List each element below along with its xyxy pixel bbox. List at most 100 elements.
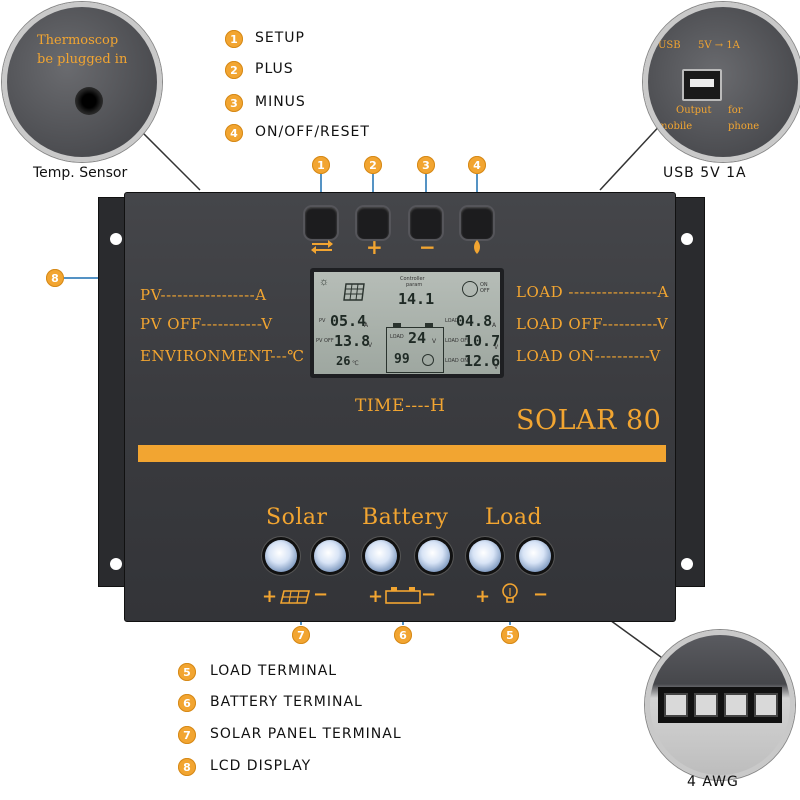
lcd-label-pv-off: PV OFF	[316, 338, 334, 344]
legend-battery-terminal: BATTERY TERMINAL	[210, 694, 363, 710]
lcd-label-load-off: LOAD OFF	[445, 338, 471, 344]
legend-badge-8: 8	[178, 758, 196, 776]
lcd-load-on-unit: V	[494, 364, 499, 371]
lcd-bezel: ☼ Controller param 14.1 ON OFF PV 05.4 A…	[310, 268, 504, 378]
lcd-header-small2: param	[406, 282, 423, 288]
usb-output: Output	[676, 105, 712, 116]
usb-top-left: USB	[658, 40, 681, 51]
badge-4: 4	[468, 156, 486, 174]
legend-badge-1: 1	[225, 30, 243, 48]
lcd-pv-unit: A	[364, 322, 369, 329]
label-pv-off: PV OFF-----------V	[140, 315, 273, 333]
lcd-label-load-in-battery: LOAD	[390, 334, 404, 340]
solar-panel-icon	[280, 590, 310, 604]
terminal-slot-icon	[694, 693, 718, 717]
legend-setup: SETUP	[255, 30, 305, 46]
temp-sensor-caption: Temp. Sensor	[33, 165, 128, 181]
load-positive-terminal[interactable]	[469, 540, 501, 572]
power-button[interactable]	[461, 207, 493, 239]
battery-positive-terminal[interactable]	[365, 540, 397, 572]
lcd-label-pv: PV	[319, 318, 326, 324]
legend-lcd-display: LCD DISPLAY	[210, 758, 312, 774]
legend-badge-3: 3	[225, 94, 243, 112]
badge-3: 3	[417, 156, 435, 174]
lcd-label-load-on: LOAD ON	[445, 358, 468, 364]
load-plus-icon: +	[475, 586, 491, 607]
usb-leader-line	[599, 119, 666, 191]
lcd-pv-value: 05.4	[330, 312, 367, 330]
legend-badge-6: 6	[178, 694, 196, 712]
lcd-solar-panel-icon	[343, 283, 365, 301]
solar-plus-icon: +	[262, 586, 278, 607]
legend-onoff: ON/OFF/RESET	[255, 124, 370, 140]
legend-badge-5: 5	[178, 663, 196, 681]
lcd-load-off-value: 10.7	[464, 332, 501, 350]
setup-button[interactable]	[305, 207, 337, 239]
minus-button[interactable]	[410, 207, 442, 239]
terminal-slot-icon	[724, 693, 748, 717]
lcd-load-value: 04.8	[456, 312, 493, 330]
lcd-load-off-unit: V	[494, 344, 499, 351]
badge-6: 6	[394, 626, 412, 644]
lcd-header-small: Controller	[400, 276, 425, 282]
label-load: LOAD ----------------A	[516, 283, 669, 301]
lcd-pv-off-unit: V	[368, 342, 373, 349]
battery-icon	[385, 587, 421, 604]
usb-top-right: 5V → 1A	[698, 40, 740, 51]
battery-plus-icon: +	[368, 586, 384, 607]
load-negative-terminal[interactable]	[519, 540, 551, 572]
terminal-slot-icon	[664, 693, 688, 717]
lcd-battery-frame	[386, 323, 444, 373]
badge-1: 1	[312, 156, 330, 174]
plus-icon: +	[366, 235, 383, 259]
terminal-slot-icon	[754, 693, 778, 717]
legend-load-terminal: LOAD TERMINAL	[210, 663, 338, 679]
awg-callout	[645, 630, 795, 780]
usb-port-icon	[682, 69, 722, 101]
lcd-load-unit: A	[492, 322, 497, 329]
badge-5: 5	[501, 626, 519, 644]
solar-minus-icon: −	[313, 584, 329, 605]
legend-badge-2: 2	[225, 61, 243, 79]
lcd-battery-unit: V	[432, 338, 437, 345]
usb-for: for	[728, 105, 743, 116]
legend-plus: PLUS	[255, 61, 294, 77]
badge-7: 7	[292, 626, 310, 644]
temp-callout-line2: be plugged in	[37, 52, 128, 67]
sun-icon: ☼	[319, 276, 330, 288]
badge-8: 8	[46, 269, 64, 287]
usb-phone: phone	[728, 121, 760, 132]
lcd-battery-value: 24	[408, 329, 427, 347]
power-icon	[474, 240, 480, 254]
lcd-top-value: 14.1	[398, 290, 435, 308]
lcd-screen: ☼ Controller param 14.1 ON OFF PV 05.4 A…	[314, 272, 500, 374]
awg-caption: 4 AWG	[687, 774, 739, 790]
load-minus-icon: −	[533, 584, 549, 605]
accent-stripe	[138, 445, 666, 462]
model-name: SOLAR 80	[516, 405, 662, 436]
label-time: TIME----H	[355, 396, 446, 416]
label-load-group: Load	[485, 505, 543, 530]
plus-button[interactable]	[357, 207, 389, 239]
battery-negative-terminal[interactable]	[418, 540, 450, 572]
usb-callout: USB 5V → 1A Output for mobile phone	[643, 2, 800, 162]
lcd-on-off: ON OFF	[480, 282, 490, 294]
temp-sensor-callout: Thermoscop be plugged in	[2, 2, 162, 162]
minus-icon: −	[419, 235, 436, 259]
usb-caption: USB 5V 1A	[663, 165, 747, 181]
lcd-battery-percent: 99	[394, 352, 410, 367]
label-load-off: LOAD OFF----------V	[516, 315, 669, 333]
solar-negative-terminal[interactable]	[314, 540, 346, 572]
setup-icon	[311, 240, 333, 254]
label-environment: ENVIRONMENT---℃	[140, 347, 305, 365]
legend-badge-7: 7	[178, 726, 196, 744]
legend-badge-4: 4	[225, 124, 243, 142]
lcd-load-on-value: 12.6	[464, 352, 501, 370]
solar-positive-terminal[interactable]	[265, 540, 297, 572]
lcd-pv-off-value: 13.8	[334, 332, 371, 350]
legend-solar-panel-terminal: SOLAR PANEL TERMINAL	[210, 726, 402, 742]
legend-minus: MINUS	[255, 94, 306, 110]
lcd-bulb-icon	[462, 281, 478, 297]
battery-minus-icon: −	[421, 584, 437, 605]
bulb-icon	[502, 583, 518, 603]
